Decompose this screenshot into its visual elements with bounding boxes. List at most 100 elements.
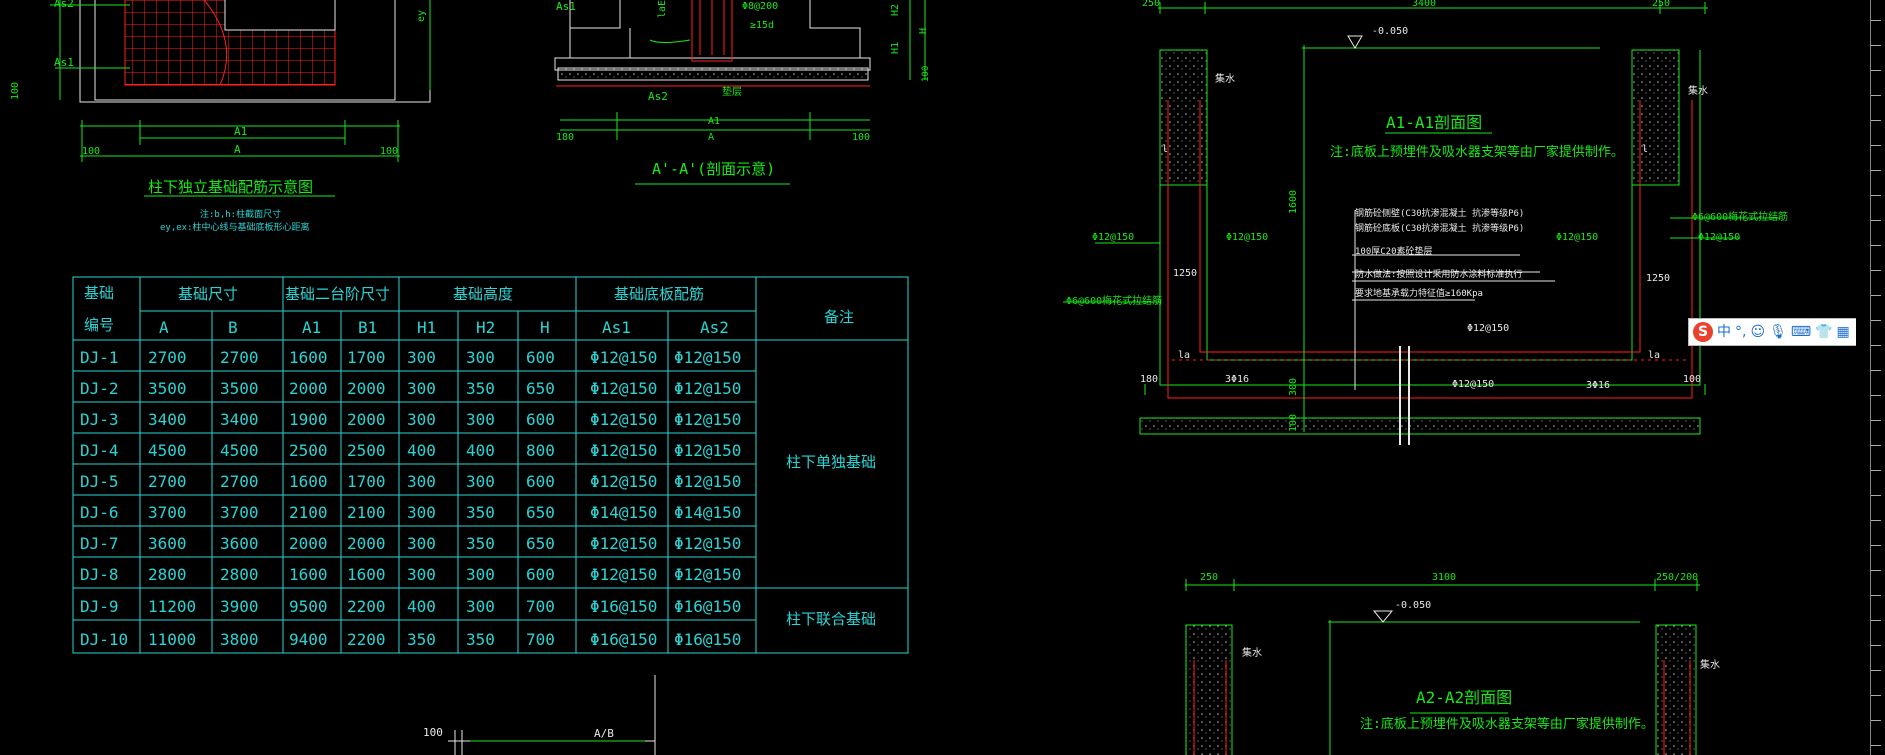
a1-dim-250-left: 250: [1142, 0, 1160, 9]
a1-dim-1250-right: 1250: [1646, 273, 1670, 284]
table-cell: Φ12@150: [674, 379, 741, 398]
table-cell: 650: [526, 534, 555, 553]
ime-grid-icon[interactable]: ▦: [1836, 324, 1850, 340]
footing-plan-view: [50, 0, 431, 197]
table-cell: 2700: [148, 348, 187, 367]
plan-title: 柱下独立基础配筋示意图: [148, 178, 313, 196]
a2-note: 注:底板上预埋件及吸水器支架等由厂家提供制作。: [1360, 716, 1654, 732]
table-cell: Φ12@150: [590, 441, 657, 460]
h-label: H: [918, 28, 929, 34]
table-cell: 300: [466, 348, 495, 367]
a1-title: A1-A1剖面图: [1386, 113, 1482, 132]
ime-punct-toggle[interactable]: °,: [1735, 324, 1747, 340]
a1-rebar-12-b: Φ12@150: [1226, 232, 1268, 243]
a1-note: 注:底板上预埋件及吸水器支架等由厂家提供制作。: [1330, 144, 1624, 160]
table-cell: 700: [526, 630, 555, 649]
table-cell: Φ12@150: [590, 565, 657, 584]
sec-dim-100-v: 100: [921, 66, 931, 82]
sec-as1-label: As1: [556, 0, 576, 13]
ime-toolbar: S 中 °, ☺ 🎙 ⌨ 👕 ▦: [1688, 318, 1856, 346]
table-cell: DJ-2: [80, 379, 119, 398]
table-cell: 350: [466, 379, 495, 398]
table-cell: 300: [407, 503, 436, 522]
th-remark: 备注: [824, 308, 854, 326]
ey-label: ey: [416, 10, 427, 22]
table-cell: 3500: [148, 379, 187, 398]
a1-rebar-12-c: Φ12@150: [1556, 232, 1598, 243]
table-cell: 400: [407, 597, 436, 616]
h1-label: H1: [890, 42, 901, 54]
a2-dim-250-200: 250/200: [1656, 572, 1698, 583]
remark-combined: 柱下联合基础: [786, 610, 876, 628]
table-cell: 3500: [220, 379, 259, 398]
a1-l-left: l: [1162, 144, 1168, 155]
table-cell: 2000: [347, 534, 386, 553]
th-height: 基础高度: [453, 285, 513, 303]
table-cell: 350: [466, 630, 495, 649]
table-cell: DJ-6: [80, 503, 119, 522]
th-code-2: 编号: [84, 316, 114, 334]
table-cell: 2100: [289, 503, 328, 522]
a1-dim-180: 180: [1140, 374, 1158, 385]
table-cell: 3600: [148, 534, 187, 553]
a1-rebar-6-left: Φ6@600梅花式拉结筋: [1066, 294, 1162, 307]
table-cell: 2000: [347, 410, 386, 429]
table-cell: 1600: [347, 565, 386, 584]
table-cell: 2100: [347, 503, 386, 522]
ime-emoji-icon[interactable]: ☺: [1750, 324, 1766, 340]
table-cell: 300: [407, 410, 436, 429]
table-cell: 700: [526, 597, 555, 616]
table-cell: 300: [466, 597, 495, 616]
a1-dim-1600: 1600: [1288, 190, 1299, 214]
table-cell: 4500: [148, 441, 187, 460]
table-cell: 350: [466, 503, 495, 522]
th-code-1: 基础: [84, 284, 114, 302]
table-cell: 2000: [289, 379, 328, 398]
th-as1: As1: [602, 318, 631, 337]
a1-scupper-left: 集水: [1215, 72, 1235, 85]
table-cell: 9500: [289, 597, 328, 616]
table-cell: 300: [407, 379, 436, 398]
table-cell: 3400: [148, 410, 187, 429]
dim-100-b: 100: [82, 146, 100, 157]
ime-mic-icon[interactable]: 🎙: [1769, 324, 1787, 340]
table-cell: 1600: [289, 565, 328, 584]
table-cell: DJ-5: [80, 472, 119, 491]
table-cell: Φ12@150: [590, 534, 657, 553]
a1-l-right: l: [1642, 144, 1648, 155]
dim-180: 180: [556, 132, 574, 143]
table-cell: 600: [526, 410, 555, 429]
footing-schedule-table: [72, 276, 909, 654]
r15d-label: ≥15d: [750, 20, 774, 31]
section-a-prime: [554, 0, 926, 185]
a1-scupper-right: 集水: [1688, 84, 1708, 97]
th-h2: H2: [476, 318, 495, 337]
table-cell: 2700: [220, 348, 259, 367]
table-cell: Φ12@150: [674, 410, 741, 429]
dim-100-a: 100: [10, 82, 21, 100]
a1-dim-1250-left: 1250: [1173, 268, 1197, 279]
ime-skin-icon[interactable]: 👕: [1815, 324, 1833, 340]
table-cell: DJ-7: [80, 534, 119, 553]
table-cell: 2700: [220, 472, 259, 491]
table-cell: Φ16@150: [590, 597, 657, 616]
bottom-ab-label: A/B: [594, 727, 614, 740]
ime-keyboard-icon[interactable]: ⌨: [1790, 324, 1812, 340]
section-a2: [1185, 579, 1700, 755]
table-cell: 1600: [289, 348, 328, 367]
table-cell: DJ-9: [80, 597, 119, 616]
th-size: 基础尺寸: [178, 285, 238, 303]
table-cell: 2500: [347, 441, 386, 460]
a1-dim-100-bottom: 100: [1288, 414, 1299, 432]
bottom-dim-100: 100: [423, 726, 443, 739]
a1-note-wall: 钢筋砼侧壁(C30抗渗混凝土 抗渗等级P6): [1355, 207, 1524, 219]
sec-dim-a1: A1: [708, 116, 720, 127]
ime-lang-toggle[interactable]: 中: [1717, 324, 1731, 340]
th-b: B: [228, 318, 238, 337]
right-scrollbar[interactable]: [1870, 0, 1885, 755]
table-cell: 2000: [289, 534, 328, 553]
table-cell: 650: [526, 503, 555, 522]
sogou-logo-icon[interactable]: S: [1693, 322, 1713, 342]
table-cell: 350: [407, 630, 436, 649]
